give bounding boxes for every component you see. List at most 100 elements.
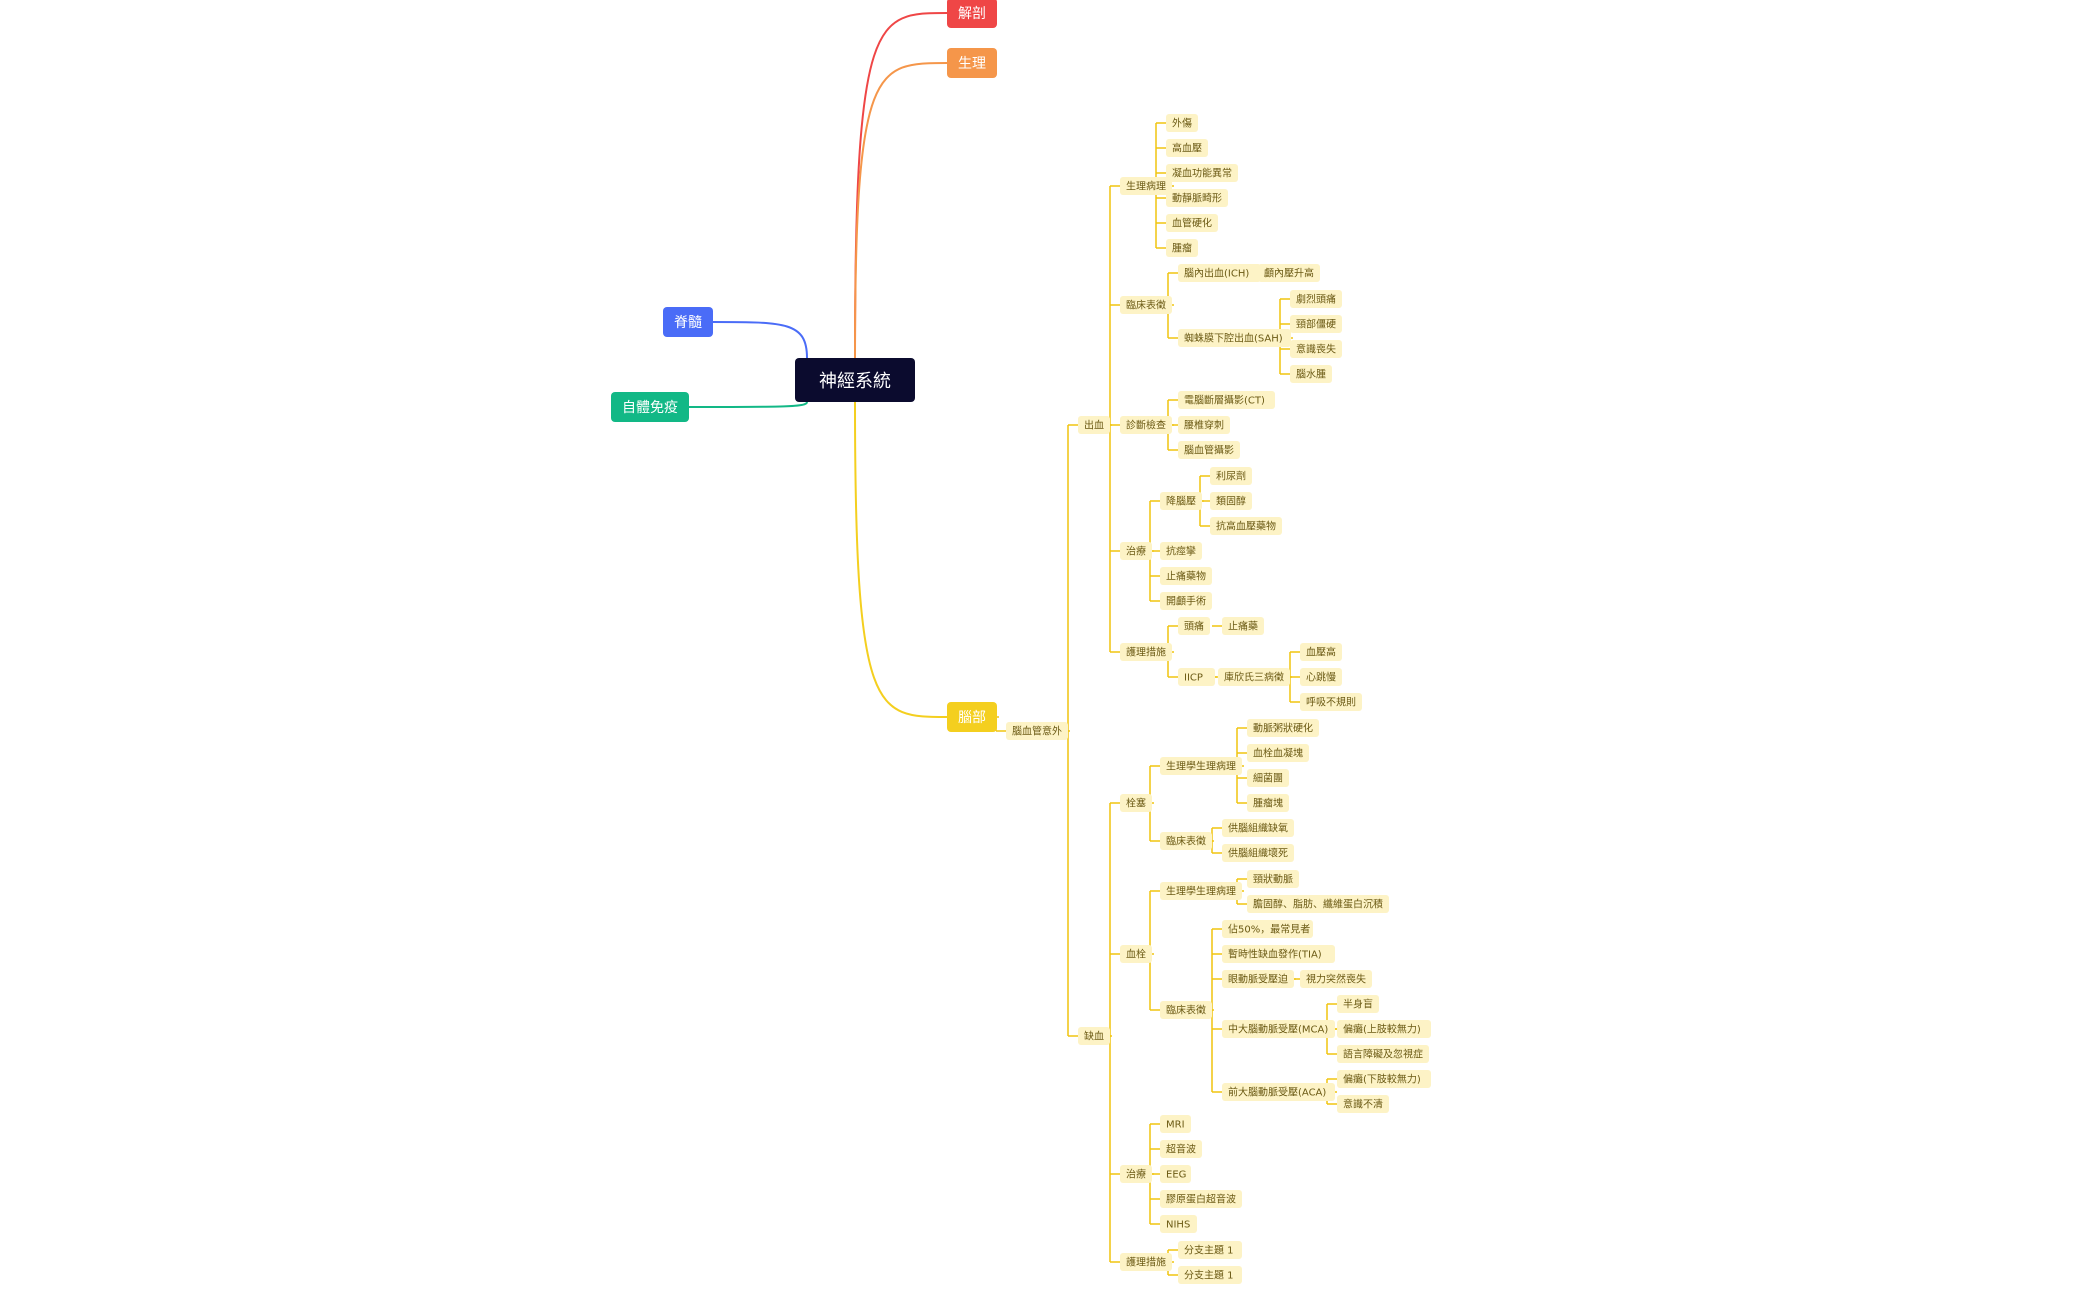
- subtopic-label: 供腦組織缺氧: [1228, 822, 1288, 835]
- subtopic-n17[interactable]: 意識喪失: [1290, 340, 1342, 358]
- subtopic-n69[interactable]: NIHS: [1160, 1215, 1197, 1233]
- subtopic-label: 開顱手術: [1166, 595, 1206, 608]
- subtopic-n62[interactable]: 偏癱(下肢較無力): [1337, 1070, 1431, 1088]
- subtopic-n70[interactable]: 護理措施: [1120, 1253, 1172, 1271]
- subtopic-label: 頸部僵硬: [1296, 318, 1336, 331]
- subtopic-n64[interactable]: 治療: [1120, 1165, 1152, 1183]
- subtopic-n4[interactable]: 生理病理: [1120, 177, 1172, 195]
- subtopic-n12[interactable]: 腦內出血(ICH): [1178, 264, 1261, 282]
- subtopic-n39[interactable]: 栓塞: [1120, 794, 1152, 812]
- subtopic-n58[interactable]: 半身盲: [1337, 995, 1379, 1013]
- subtopic-n54[interactable]: 暫時性缺血發作(TIA): [1222, 945, 1335, 963]
- subtopic-n2[interactable]: 出血: [1078, 416, 1110, 434]
- subtopic-n13[interactable]: 顱內壓升高: [1258, 264, 1320, 282]
- subtopic-n60[interactable]: 語言障礙及忽視症: [1337, 1045, 1429, 1063]
- subtopic-n10[interactable]: 腫瘤: [1166, 239, 1198, 257]
- subtopic-n8[interactable]: 動靜脈畸形: [1166, 189, 1228, 207]
- subtopic-label: 意識喪失: [1296, 343, 1336, 356]
- subtopic-n29[interactable]: 止痛藥物: [1160, 567, 1212, 585]
- subtopic-n22[interactable]: 腦血管攝影: [1178, 441, 1240, 459]
- subtopic-n56[interactable]: 視力突然喪失: [1300, 970, 1372, 988]
- subtopic-n28[interactable]: 抗痙攣: [1160, 542, 1202, 560]
- subtopic-n30[interactable]: 開顱手術: [1160, 592, 1212, 610]
- subtopic-n51[interactable]: 膽固醇、脂肪、纖維蛋白沉積: [1247, 895, 1389, 913]
- subtopic-n47[interactable]: 供腦組織壞死: [1222, 844, 1294, 862]
- subtopic-n31[interactable]: 護理措施: [1120, 643, 1172, 661]
- subtopic-n57[interactable]: 中大腦動脈受壓(MCA): [1222, 1020, 1335, 1038]
- subtopic-n18[interactable]: 腦水腫: [1290, 365, 1332, 383]
- subtopic-n32[interactable]: 頭痛: [1178, 617, 1210, 635]
- subtopic-n55[interactable]: 眼動脈受壓迫: [1222, 970, 1294, 988]
- main-topic-m3[interactable]: 自體免疫: [611, 392, 689, 422]
- subtopic-n49[interactable]: 生理學生理病理: [1160, 882, 1242, 900]
- subtopic-n11[interactable]: 臨床表徵: [1120, 296, 1172, 314]
- subtopic-n6[interactable]: 高血壓: [1166, 139, 1208, 157]
- subtopic-n23[interactable]: 治療: [1120, 542, 1152, 560]
- subtopic-n38[interactable]: 呼吸不規則: [1300, 693, 1362, 711]
- subtopic-n14[interactable]: 蜘蛛膜下腔出血(SAH): [1178, 329, 1291, 347]
- subtopic-n44[interactable]: 腫瘤塊: [1247, 794, 1289, 812]
- subtopic-n36[interactable]: 血壓高: [1300, 643, 1342, 661]
- main-topic-m0[interactable]: 解剖: [947, 0, 997, 28]
- subtopic-label: 呼吸不規則: [1306, 697, 1356, 709]
- subtopic-n59[interactable]: 偏癱(上肢較無力): [1337, 1020, 1431, 1038]
- subtopic-n5[interactable]: 外傷: [1166, 114, 1198, 132]
- subtopic-n7[interactable]: 凝血功能異常: [1166, 164, 1238, 182]
- subtopic-n15[interactable]: 劇烈頭痛: [1290, 290, 1342, 308]
- subtopic-n53[interactable]: 佔50%，最常見者: [1222, 920, 1313, 938]
- subtopic-label: 膠原蛋白超音波: [1166, 1193, 1236, 1206]
- main-topic-m4[interactable]: 腦部: [947, 702, 997, 732]
- subtopic-n42[interactable]: 血栓血凝塊: [1247, 744, 1309, 762]
- subtopic-n68[interactable]: 膠原蛋白超音波: [1160, 1190, 1242, 1208]
- subtopic-n67[interactable]: EEG: [1160, 1165, 1191, 1183]
- subtopic-n65[interactable]: MRI: [1160, 1115, 1191, 1133]
- subtopic-n9[interactable]: 血管硬化: [1166, 214, 1218, 232]
- subtopic-n63[interactable]: 意識不清: [1337, 1095, 1389, 1113]
- subtopic-label: 頭痛: [1184, 620, 1204, 633]
- subtopic-n19[interactable]: 診斷檢查: [1120, 416, 1172, 434]
- main-topic-label: 脊髓: [674, 315, 702, 331]
- subtopic-label: 分支主題 1: [1184, 1270, 1234, 1282]
- subtopic-n26[interactable]: 類固醇: [1210, 492, 1252, 510]
- subtopic-label: 中大腦動脈受壓(MCA): [1228, 1023, 1328, 1036]
- subtopic-n45[interactable]: 臨床表徵: [1160, 832, 1212, 850]
- subtopic-label: 降腦壓: [1166, 495, 1196, 508]
- subtopic-n25[interactable]: 利尿劑: [1210, 467, 1252, 485]
- subtopic-label: 偏癱(上肢較無力): [1343, 1023, 1421, 1036]
- subtopic-label: 血栓血凝塊: [1253, 747, 1303, 760]
- subtopic-n72[interactable]: 分支主題 1: [1178, 1266, 1242, 1284]
- main-topic-m1[interactable]: 生理: [947, 48, 997, 78]
- subtopic-n35[interactable]: 庫欣氏三病徵: [1218, 668, 1290, 686]
- subtopic-n34[interactable]: IICP: [1178, 668, 1215, 686]
- subtopic-label: 頸狀動脈: [1253, 873, 1293, 886]
- subtopic-n52[interactable]: 臨床表徵: [1160, 1001, 1212, 1019]
- subtopic-n33[interactable]: 止痛藥: [1222, 617, 1264, 635]
- main-topic-m2[interactable]: 脊髓: [663, 307, 713, 337]
- subtopic-n61[interactable]: 前大腦動脈受壓(ACA): [1222, 1083, 1335, 1101]
- subtopic-n27[interactable]: 抗高血壓藥物: [1210, 517, 1282, 535]
- subtopic-n1[interactable]: 腦血管意外: [1006, 722, 1068, 740]
- subtopic-n71[interactable]: 分支主題 1: [1178, 1241, 1242, 1259]
- subtopic-n3[interactable]: 缺血: [1078, 1027, 1110, 1045]
- subtopic-n48[interactable]: 血栓: [1120, 945, 1152, 963]
- subtopic-n21[interactable]: 腰椎穿刺: [1178, 416, 1230, 434]
- subtopic-n43[interactable]: 細菌團: [1247, 769, 1289, 787]
- subtopic-label: 凝血功能異常: [1172, 167, 1232, 180]
- subtopic-n66[interactable]: 超音波: [1160, 1140, 1202, 1158]
- subtopic-n16[interactable]: 頸部僵硬: [1290, 315, 1342, 333]
- subtopic-n24[interactable]: 降腦壓: [1160, 492, 1202, 510]
- subtopic-label: 膽固醇、脂肪、纖維蛋白沉積: [1253, 898, 1383, 911]
- subtopic-label: IICP: [1184, 673, 1203, 684]
- subtopic-n20[interactable]: 電腦斷層攝影(CT): [1178, 391, 1275, 409]
- subtopic-n37[interactable]: 心跳慢: [1300, 668, 1342, 686]
- subtopic-label: 腦血管攝影: [1184, 444, 1234, 457]
- subtopic-n46[interactable]: 供腦組織缺氧: [1222, 819, 1294, 837]
- root-topic[interactable]: 神經系統: [795, 358, 915, 402]
- subtopic-n41[interactable]: 動脈粥狀硬化: [1247, 719, 1319, 737]
- subtopic-n40[interactable]: 生理學生理病理: [1160, 757, 1242, 775]
- main-topic-connector: [854, 62, 948, 359]
- subtopic-n50[interactable]: 頸狀動脈: [1247, 870, 1299, 888]
- subtopic-label: 心跳慢: [1306, 671, 1336, 684]
- subtopic-label: 治療: [1126, 1168, 1146, 1181]
